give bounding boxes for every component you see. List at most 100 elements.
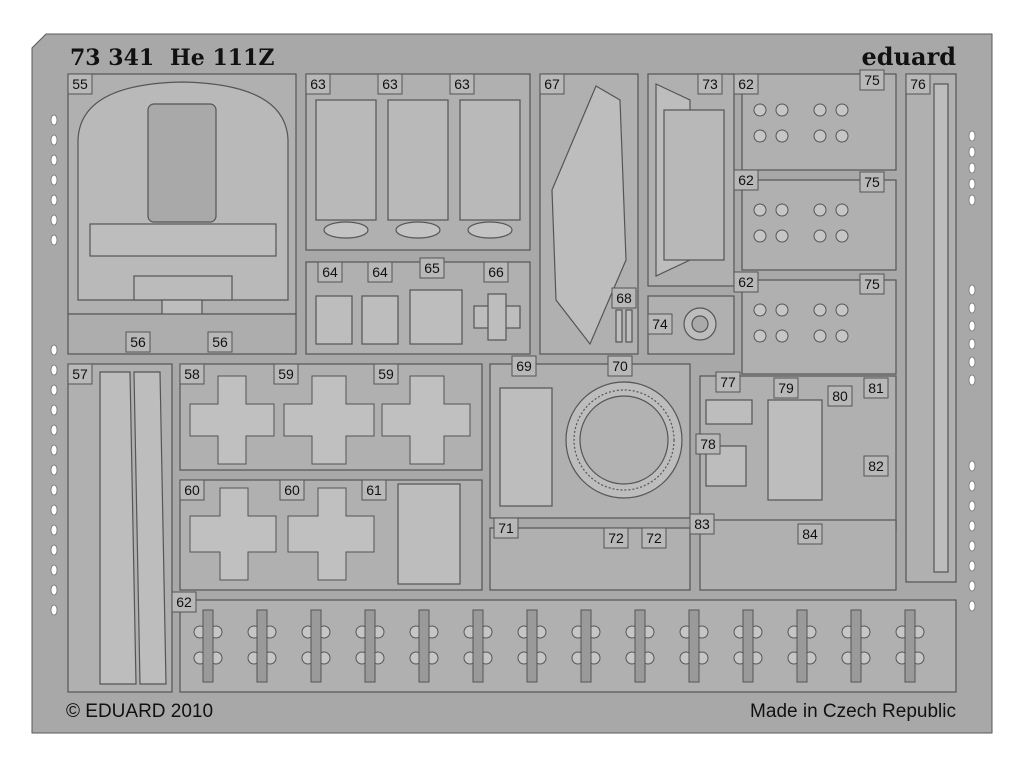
part-69 — [499, 387, 553, 507]
drain-hole — [50, 564, 58, 576]
part-number-83: 83 — [694, 516, 710, 532]
drain-hole — [968, 580, 976, 592]
part-label-box — [859, 69, 885, 91]
part-63-b — [387, 99, 449, 221]
part-number-64a: 64 — [322, 264, 338, 280]
part-number-76: 76 — [910, 76, 926, 92]
wheel-detail — [813, 129, 827, 143]
wheel-detail — [753, 129, 767, 143]
drain-hole — [50, 464, 58, 476]
drain-hole — [968, 146, 976, 158]
wheel-detail — [753, 103, 767, 117]
drain-hole — [968, 162, 976, 174]
part-number-68: 68 — [616, 290, 632, 306]
strut-detail — [688, 609, 700, 683]
part-label-box — [733, 169, 759, 191]
part-label-box — [493, 517, 519, 539]
part-number-63a: 63 — [310, 76, 326, 92]
drain-hole — [968, 460, 976, 472]
part-label-box — [207, 331, 233, 353]
part-label-box — [715, 371, 741, 393]
drain-hole — [50, 344, 58, 356]
strut-detail — [256, 609, 268, 683]
drain-hole — [50, 404, 58, 416]
drain-hole — [968, 500, 976, 512]
copyright-text: © EDUARD 2010 — [66, 701, 213, 722]
part-label-box — [511, 355, 537, 377]
part-number-61: 61 — [366, 482, 382, 498]
panel-83-84 — [699, 519, 897, 591]
part-number-65: 65 — [424, 260, 440, 276]
wheel-detail — [775, 203, 789, 217]
part-label-box — [773, 377, 799, 399]
panel-62-strip — [179, 599, 957, 693]
part-number-62c: 62 — [738, 172, 754, 188]
drain-hole — [968, 130, 976, 142]
wheel-detail — [753, 303, 767, 317]
drain-hole — [50, 134, 58, 146]
part-61 — [397, 483, 461, 585]
drain-hole — [968, 284, 976, 296]
part-number-66: 66 — [488, 264, 504, 280]
drain-hole — [968, 520, 976, 532]
drain-hole — [968, 178, 976, 190]
part-number-55: 55 — [72, 76, 88, 92]
part-number-74: 74 — [652, 316, 668, 332]
part-label-box — [859, 273, 885, 295]
part-number-80: 80 — [832, 388, 848, 404]
part-76 — [933, 83, 949, 573]
part-label-box — [611, 287, 637, 309]
part-label-box — [641, 527, 667, 549]
wheel-detail — [813, 303, 827, 317]
drain-hole — [50, 524, 58, 536]
part-number-59b: 59 — [378, 366, 394, 382]
part-number-81: 81 — [868, 380, 884, 396]
part-number-63c: 63 — [454, 76, 470, 92]
strut-detail — [742, 609, 754, 683]
drain-hole — [50, 384, 58, 396]
wheel-detail — [835, 329, 849, 343]
drain-hole — [968, 194, 976, 206]
part-label-box — [125, 331, 151, 353]
drain-hole — [50, 544, 58, 556]
origin-text: Made in Czech Republic — [750, 701, 956, 722]
strut-detail — [202, 609, 214, 683]
part-label-box — [603, 527, 629, 549]
part-label-box — [279, 479, 305, 501]
part-label-box — [171, 591, 197, 613]
part-number-64b: 64 — [372, 264, 388, 280]
panel-56 — [67, 313, 297, 355]
part-label-box — [797, 523, 823, 545]
strut-detail — [310, 609, 322, 683]
wheel-detail — [753, 203, 767, 217]
drain-hole — [50, 604, 58, 616]
part-label-box — [449, 73, 475, 95]
wheel-detail — [835, 129, 849, 143]
strut-detail — [796, 609, 808, 683]
part-label-box — [827, 385, 853, 407]
drain-hole — [50, 214, 58, 226]
strut-detail — [904, 609, 916, 683]
part-label-box — [483, 261, 509, 283]
drain-hole — [968, 480, 976, 492]
part-63-a — [315, 99, 377, 221]
strut-detail — [634, 609, 646, 683]
part-number-60b: 60 — [284, 482, 300, 498]
strut-detail — [526, 609, 538, 683]
part-label-box — [697, 73, 723, 95]
drain-hole — [50, 504, 58, 516]
drain-hole — [50, 194, 58, 206]
part-label-box — [377, 73, 403, 95]
part-label-box — [67, 73, 93, 95]
part-number-62b: 62 — [738, 76, 754, 92]
part-label-box — [647, 313, 673, 335]
drain-hole — [968, 560, 976, 572]
part-label-box — [863, 455, 889, 477]
part-number-72b: 72 — [646, 530, 662, 546]
drain-hole — [50, 154, 58, 166]
part-67 — [551, 85, 627, 346]
part-number-75b: 75 — [864, 174, 880, 190]
drain-hole — [50, 484, 58, 496]
wheel-detail — [835, 103, 849, 117]
